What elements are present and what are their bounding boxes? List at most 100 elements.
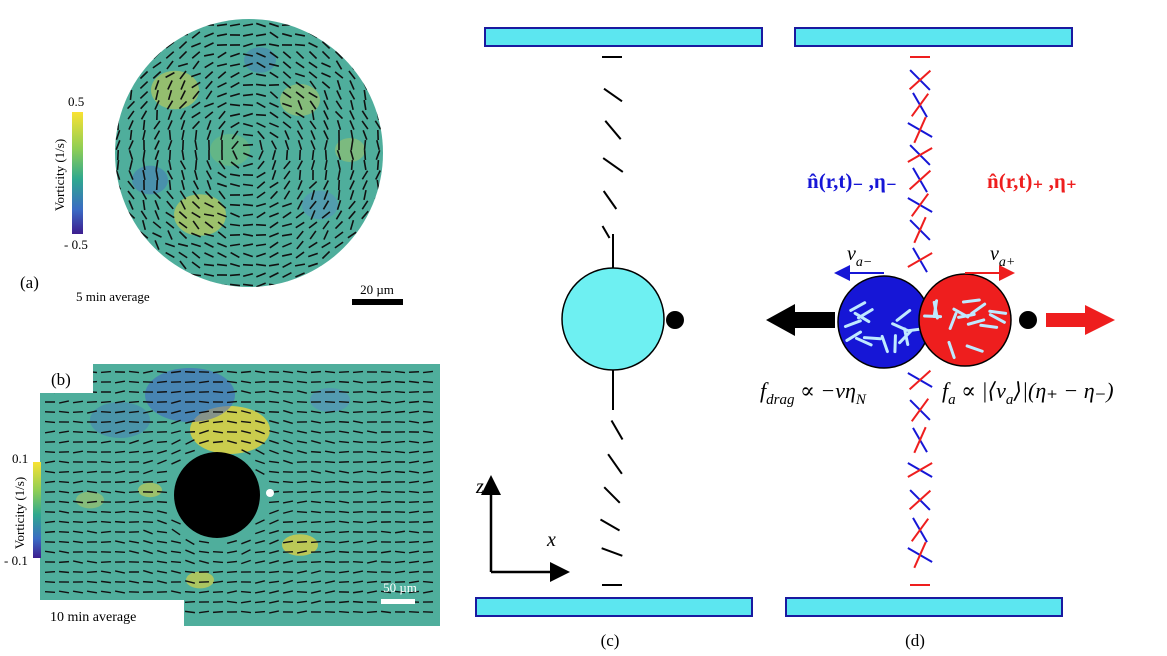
velocity-arrow bbox=[181, 149, 185, 161]
velocity-arrow bbox=[86, 480, 98, 484]
velocity-arrow bbox=[128, 270, 134, 280]
velocity-arrow bbox=[310, 600, 322, 604]
velocity-arrow bbox=[86, 590, 98, 594]
velocity-arrow bbox=[142, 119, 146, 131]
velocity-arrow bbox=[212, 370, 224, 374]
velocity-arrow bbox=[167, 110, 173, 120]
velocity-arrow bbox=[254, 540, 266, 544]
velocity-arrow bbox=[337, 169, 341, 181]
velocity-arrow bbox=[352, 440, 364, 444]
velocity-arrow bbox=[307, 22, 319, 28]
velocity-arrow bbox=[408, 400, 420, 404]
velocity-arrow bbox=[295, 50, 305, 60]
director-rod bbox=[907, 252, 933, 268]
velocity-arrow bbox=[115, 140, 121, 150]
velocity-arrow bbox=[128, 430, 140, 434]
velocity-arrow bbox=[347, 21, 357, 29]
velocity-arrow bbox=[310, 189, 316, 201]
velocity-arrow bbox=[283, 449, 293, 455]
velocity-arrow bbox=[338, 480, 350, 484]
velocity-arrow bbox=[375, 260, 381, 270]
velocity-arrow bbox=[254, 610, 266, 614]
velocity-arrow bbox=[180, 200, 186, 210]
velocity-arrow bbox=[198, 410, 210, 414]
velocity-arrow bbox=[128, 491, 140, 493]
velocity-arrow bbox=[114, 400, 126, 404]
velocity-arrow bbox=[366, 571, 378, 573]
director-rod bbox=[607, 453, 623, 475]
velocity-arrow bbox=[283, 160, 291, 170]
velocity-arrow bbox=[335, 60, 343, 70]
velocity-arrow bbox=[115, 130, 121, 140]
velocity-arrow bbox=[352, 480, 364, 484]
velocity-arrow bbox=[100, 570, 112, 574]
velocity-arrow bbox=[321, 72, 331, 78]
velocity-arrow bbox=[268, 550, 280, 554]
velocity-arrow bbox=[217, 242, 227, 248]
velocity-arrow bbox=[115, 100, 121, 110]
velocity-arrow bbox=[350, 159, 354, 171]
velocity-arrow bbox=[422, 450, 434, 454]
velocity-arrow bbox=[58, 510, 70, 514]
velocity-arrow bbox=[155, 159, 159, 171]
velocity-arrow bbox=[191, 72, 201, 78]
velocity-arrow bbox=[376, 139, 380, 151]
velocity-arrow bbox=[310, 540, 322, 544]
velocity-arrow bbox=[218, 160, 226, 170]
velocity-arrow bbox=[72, 450, 84, 454]
velocity-arrow bbox=[156, 510, 168, 514]
velocity-arrow bbox=[347, 52, 357, 58]
velocity-arrow bbox=[296, 490, 308, 494]
velocity-arrow bbox=[394, 570, 406, 574]
velocity-arrow bbox=[100, 370, 112, 374]
velocity-arrow bbox=[185, 549, 195, 555]
velocity-arrow bbox=[44, 571, 56, 573]
velocity-arrow bbox=[394, 590, 406, 594]
velocity-arrow bbox=[242, 233, 254, 237]
velocity-arrow bbox=[269, 102, 279, 108]
rod-particle bbox=[947, 340, 956, 360]
velocity-arrow bbox=[143, 529, 153, 535]
director-rod bbox=[908, 169, 932, 191]
velocity-arrow bbox=[128, 149, 134, 161]
velocity-arrow bbox=[226, 439, 238, 445]
velocity-arrow bbox=[255, 33, 267, 37]
velocity-arrow bbox=[206, 160, 212, 170]
velocity-arrow bbox=[143, 459, 153, 465]
velocity-arrow bbox=[72, 480, 84, 484]
velocity-arrow bbox=[226, 400, 238, 404]
velocity-arrow bbox=[283, 439, 293, 445]
velocity-arrow bbox=[178, 272, 188, 278]
velocity-arrow bbox=[334, 220, 344, 230]
velocity-arrow bbox=[324, 450, 336, 454]
velocity-arrow bbox=[139, 51, 149, 59]
velocity-arrow bbox=[362, 180, 368, 190]
velocity-arrow bbox=[269, 539, 279, 545]
colorbar-title: Vorticity (1/s) bbox=[52, 139, 67, 211]
velocity-arrow bbox=[296, 500, 308, 504]
velocity-arrow bbox=[168, 159, 172, 171]
velocity-arrow bbox=[242, 103, 254, 107]
velocity-arrow bbox=[58, 550, 70, 554]
velocity-arrow bbox=[380, 610, 392, 614]
velocity-arrow bbox=[72, 521, 84, 523]
velocity-arrow bbox=[408, 450, 420, 454]
velocity-arrow bbox=[165, 41, 175, 49]
velocity-arrow bbox=[422, 440, 434, 444]
velocity-arrow bbox=[241, 559, 251, 565]
velocity-arrow bbox=[338, 550, 350, 554]
colorbar bbox=[33, 462, 41, 558]
velocity-arrow bbox=[229, 113, 241, 117]
velocity-arrow bbox=[58, 520, 70, 524]
velocity-arrow bbox=[269, 31, 279, 39]
velocity-arrow bbox=[217, 171, 227, 179]
velocity-arrow bbox=[170, 590, 182, 594]
velocity-arrow bbox=[156, 540, 168, 544]
velocity-arrow bbox=[115, 429, 125, 435]
velocity-arrow bbox=[408, 440, 420, 444]
velocity-arrow bbox=[282, 51, 292, 59]
velocity-arrow bbox=[394, 380, 406, 384]
velocity-arrow bbox=[126, 100, 136, 110]
cyan-inclusion bbox=[561, 267, 665, 371]
velocity-arrow bbox=[217, 251, 227, 259]
